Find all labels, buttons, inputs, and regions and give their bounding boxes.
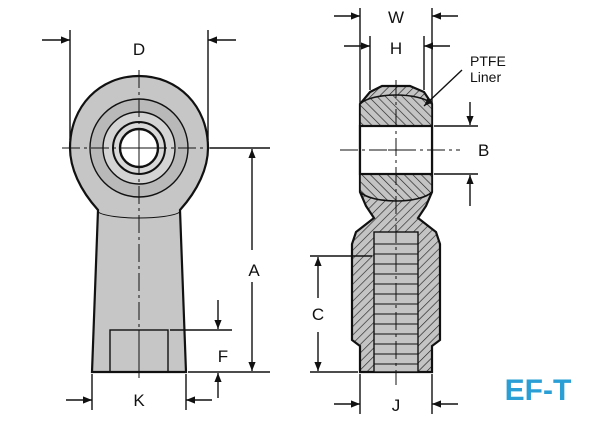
dim-w: W xyxy=(334,8,458,104)
label-c: C xyxy=(312,305,324,324)
dim-f: F xyxy=(170,300,232,398)
dim-b: B xyxy=(434,102,489,206)
ptfe-liner-callout: PTFE Liner xyxy=(423,53,506,107)
label-j: J xyxy=(392,396,401,415)
label-liner-line1: PTFE xyxy=(470,53,506,69)
label-d: D xyxy=(133,40,145,59)
dim-k: K xyxy=(66,374,212,410)
label-a: A xyxy=(248,261,260,280)
front-view xyxy=(62,70,230,380)
section-view xyxy=(340,80,460,385)
dim-a: A xyxy=(188,147,270,373)
label-b: B xyxy=(478,141,489,160)
dim-c: C xyxy=(310,255,372,373)
label-w: W xyxy=(388,8,404,27)
model-label: EF-T xyxy=(505,374,572,407)
dim-j: J xyxy=(334,374,458,415)
label-h: H xyxy=(390,39,402,58)
label-k: K xyxy=(133,391,145,410)
dim-d: D xyxy=(42,30,236,140)
label-f: F xyxy=(218,347,228,366)
dim-h: H xyxy=(344,36,450,90)
label-liner-line2: Liner xyxy=(470,69,501,85)
